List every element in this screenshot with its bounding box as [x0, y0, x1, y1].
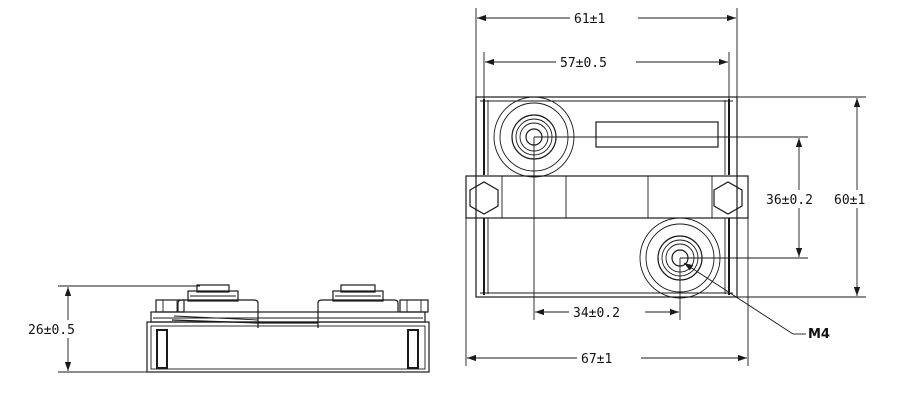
side-rib-right — [407, 329, 419, 369]
flange-width-label: 67±1 — [581, 352, 612, 367]
side-view-top-plate — [150, 311, 426, 323]
height-dimension: 60±1 — [737, 96, 888, 298]
terminal-offset-dimension: 36±0.2 — [534, 136, 834, 259]
side-view-body-inner — [150, 325, 426, 370]
side-terminal-left — [177, 284, 259, 328]
side-strap — [171, 319, 318, 324]
cover-width-dimension: 57±0.5 — [483, 52, 730, 99]
flange-width-dimension: 67±1 — [465, 218, 749, 367]
hex-nut-left — [469, 181, 499, 215]
terminal-offset-label: 36±0.2 — [766, 193, 813, 208]
overall-width-label: 61±1 — [574, 12, 605, 27]
side-rib-left — [156, 329, 168, 369]
cover-width-label: 57±0.5 — [560, 56, 607, 71]
terminal-spacing-label: 34±0.2 — [573, 306, 620, 321]
side-terminal-right — [317, 284, 399, 328]
side-bolt-left — [155, 299, 185, 313]
mounting-flange — [465, 175, 749, 219]
label-window — [595, 121, 719, 148]
top-view — [465, 96, 749, 299]
side-height-label: 26±0.5 — [28, 323, 75, 338]
thread-callout-label: M4 — [808, 327, 830, 342]
side-bolt-right — [399, 299, 429, 313]
top-view-outline — [475, 96, 738, 298]
side-height-dimension: 26±0.5 — [24, 285, 200, 373]
overall-width-dimension: 61±1 — [475, 8, 738, 97]
side-view — [146, 284, 430, 373]
side-view-body — [146, 321, 430, 373]
thread-callout: M4 — [683, 262, 830, 342]
hex-nut-right — [713, 181, 743, 215]
terminal-spacing-dimension: 34±0.2 — [533, 137, 681, 321]
height-label: 60±1 — [834, 193, 865, 208]
